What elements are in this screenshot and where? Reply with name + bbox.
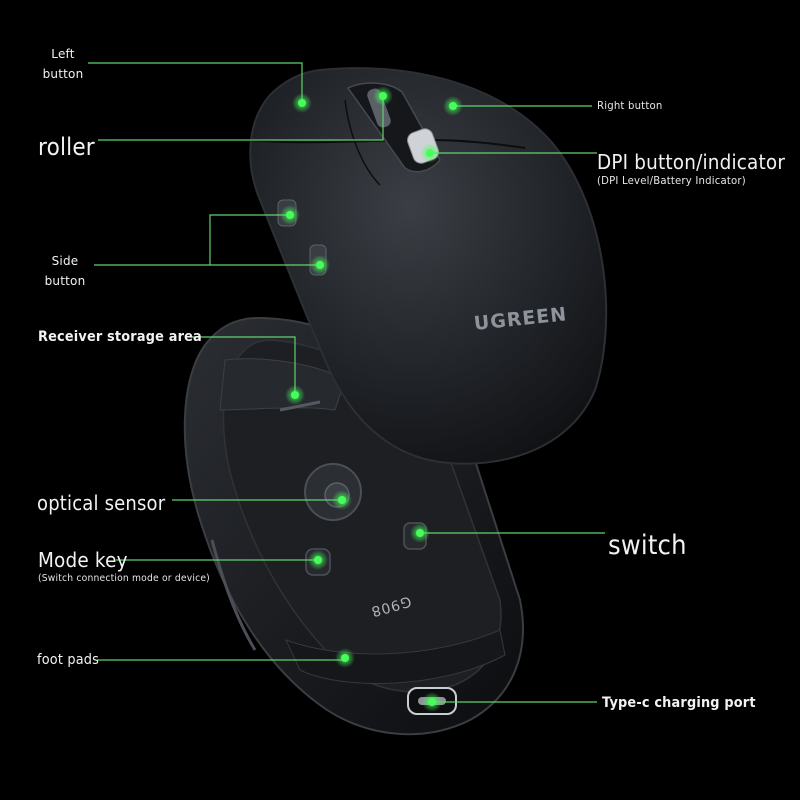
marker-side-button-1: [280, 205, 300, 225]
label-dpi-button-note: (DPI Level/Battery Indicator): [597, 174, 746, 187]
marker-left-button: [292, 93, 312, 113]
label-dpi-button: DPI button/indicator: [597, 150, 786, 174]
label-foot-pads: foot pads: [37, 652, 100, 668]
label-right-button: Right button: [597, 99, 663, 112]
label-roller: roller: [38, 133, 95, 161]
label-left-button: Left button: [40, 44, 86, 84]
marker-typec-port: [422, 692, 442, 712]
marker-receiver-storage: [285, 385, 305, 405]
label-side-button-line2: button: [44, 274, 86, 288]
marker-dpi-button: [420, 143, 440, 163]
label-side-button-line1: Side: [51, 254, 79, 268]
marker-switch: [410, 523, 430, 543]
marker-side-button-2: [310, 255, 330, 275]
label-side-button: Side button: [42, 251, 88, 291]
mouse-top: [249, 67, 608, 465]
label-left-button-line2: button: [42, 67, 84, 81]
label-mode-key-group: Mode key (Switch connection mode or devi…: [38, 548, 225, 586]
label-mode-key-note: (Switch connection mode or device): [38, 573, 210, 584]
label-receiver-storage: Receiver storage area: [38, 329, 202, 345]
marker-roller: [373, 86, 393, 106]
label-switch: switch: [608, 530, 687, 561]
marker-right-button: [443, 96, 463, 116]
marker-foot-pads: [335, 648, 355, 668]
leader-lines: [88, 62, 605, 703]
label-optical-sensor: optical sensor: [37, 491, 166, 515]
label-mode-key: Mode key: [38, 548, 128, 572]
marker-optical-sensor: [332, 490, 352, 510]
label-left-button-line1: Left: [51, 47, 75, 61]
label-typec-port: Type-c charging port: [602, 695, 756, 711]
label-dpi-button-group: DPI button/indicator (DPI Level/Battery …: [597, 150, 800, 188]
marker-mode-key: [308, 550, 328, 570]
